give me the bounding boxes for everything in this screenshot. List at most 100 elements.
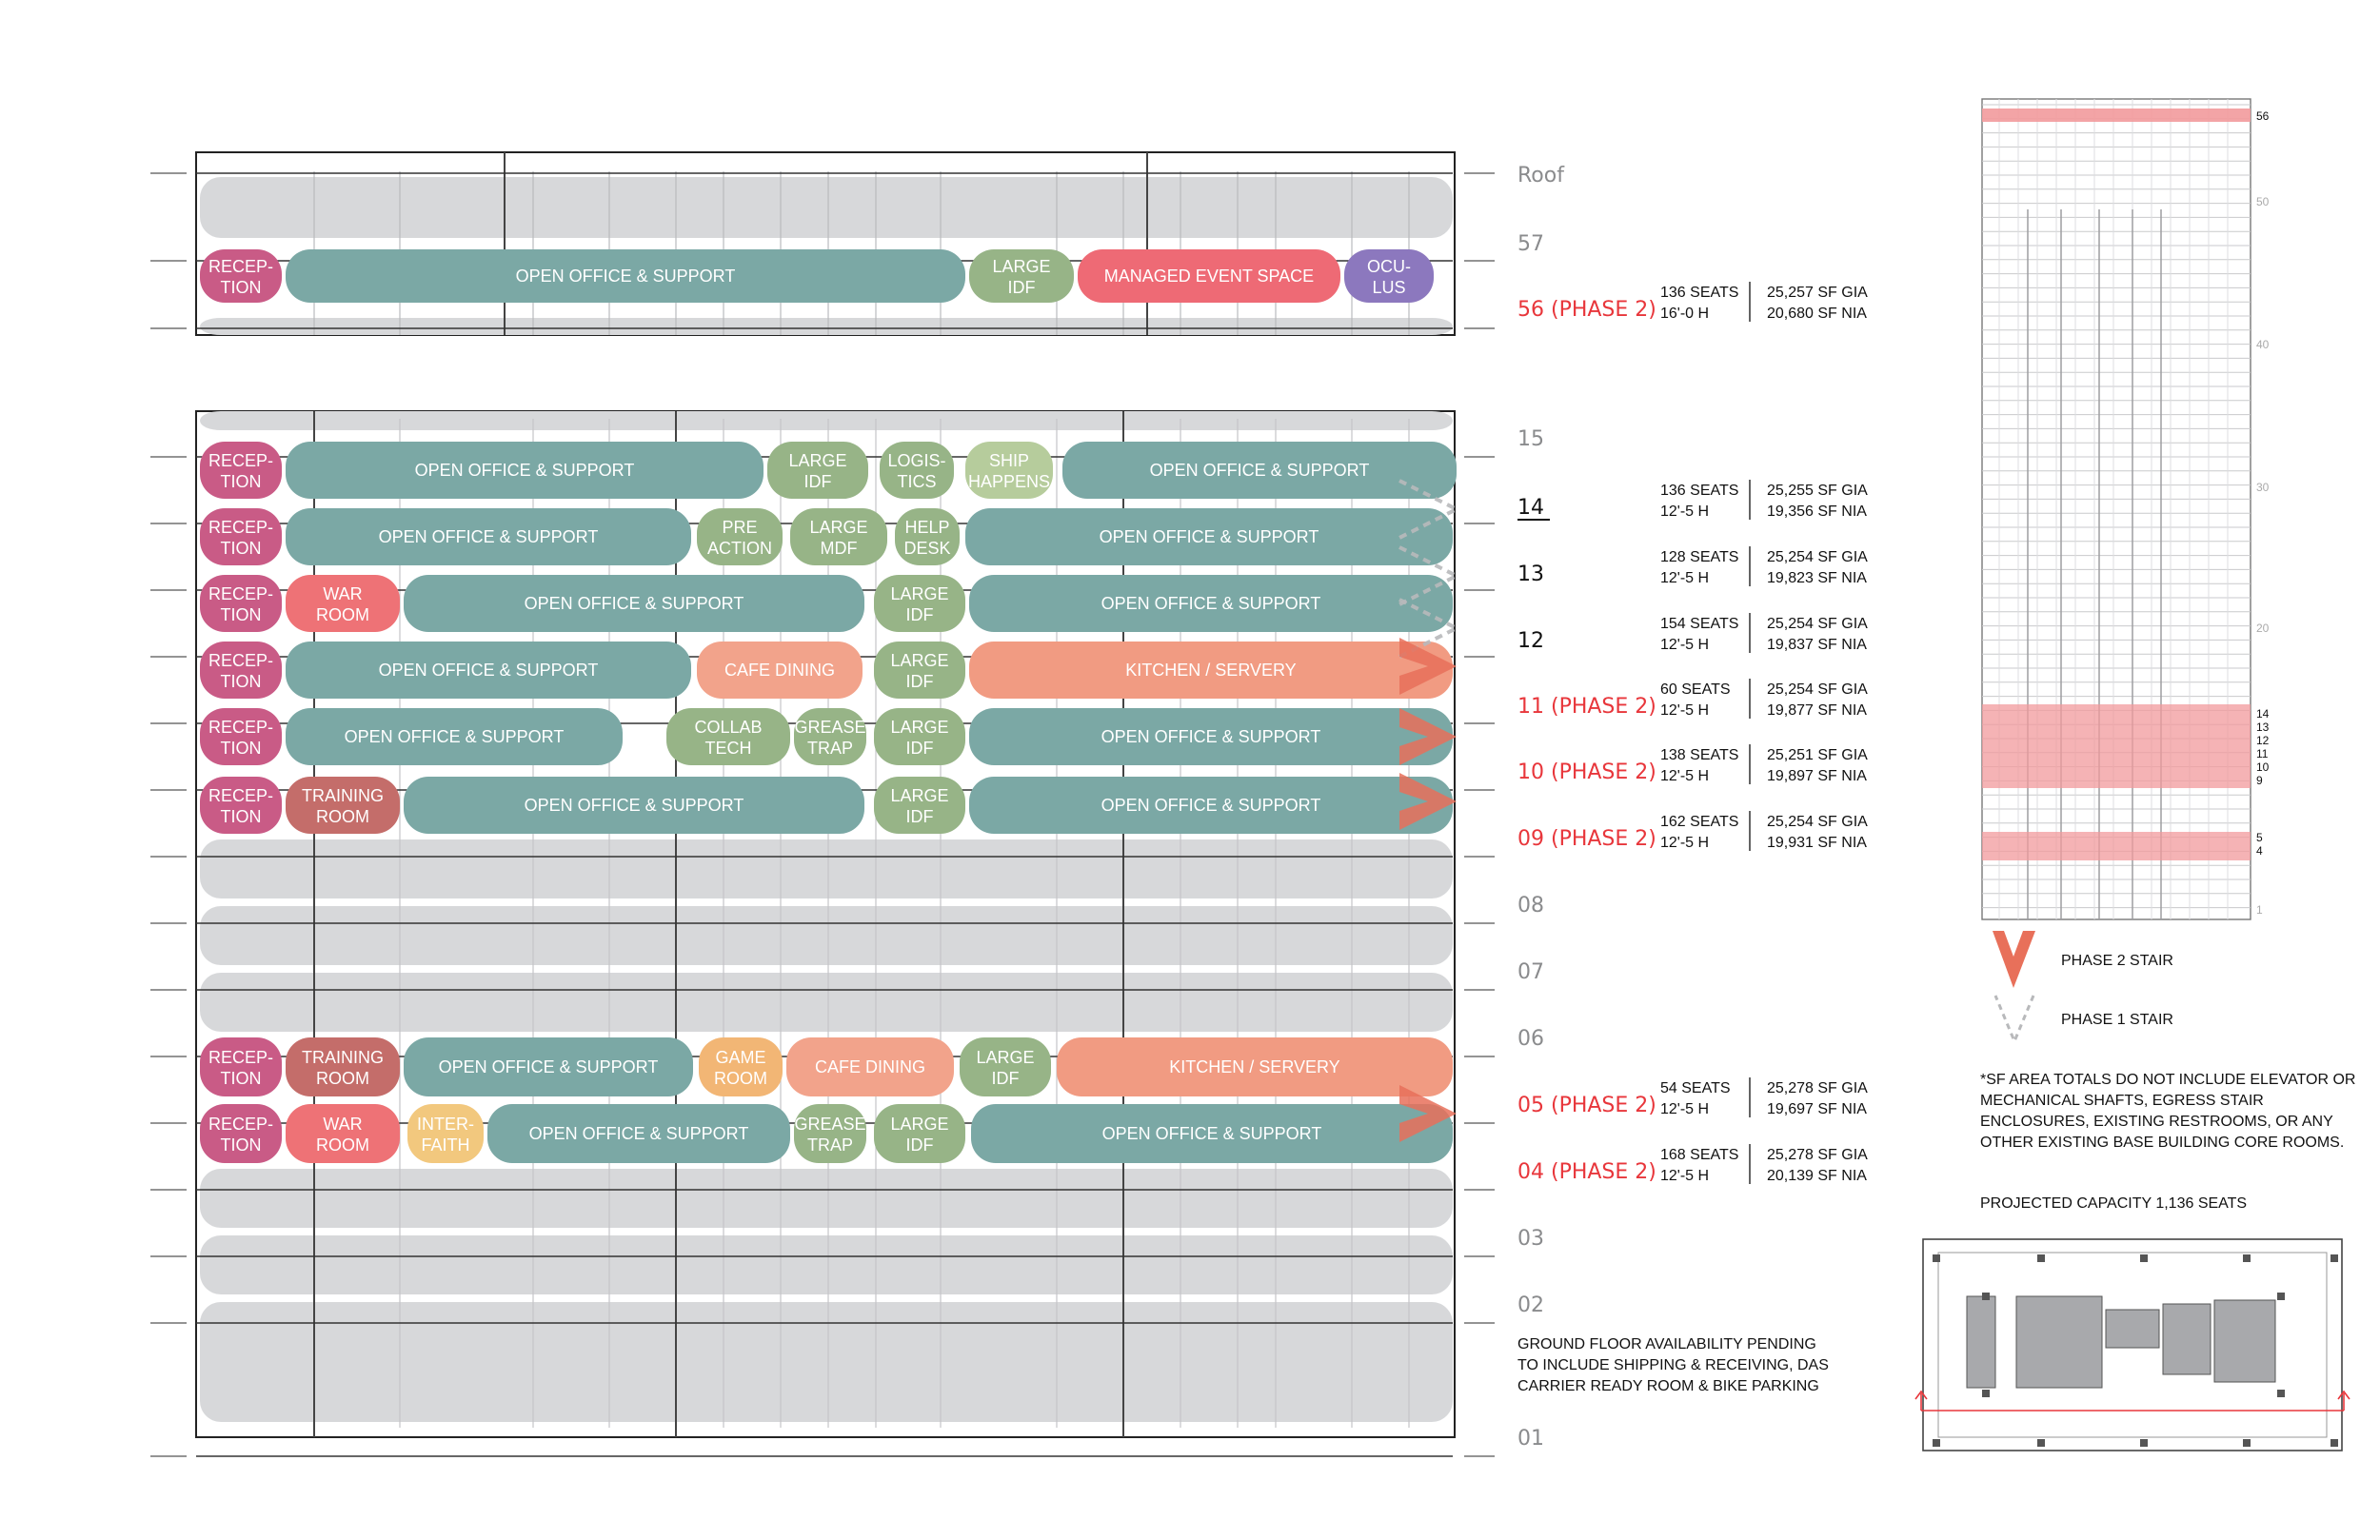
plan-column-10 [1982, 1293, 1990, 1300]
room-label-line: OPEN OFFICE & SUPPORT [516, 267, 736, 286]
room-label: RECEP-TION [208, 1048, 273, 1088]
room-shape [200, 1104, 282, 1163]
room-label-line: IDF [804, 472, 832, 491]
room-shape [895, 508, 960, 565]
room-label-line: RECEP- [208, 451, 273, 470]
seats-04: 168 SEATS [1660, 1147, 1738, 1163]
room-56-recep-tion: RECEP-TION [200, 249, 282, 303]
ground-floor-note: GROUND FLOOR AVAILABILITY PENDING TO INC… [1517, 1336, 1829, 1394]
room-shape [960, 1037, 1051, 1096]
room-label: RECEP-TION [208, 451, 273, 491]
nia-09: 19,931 SF NIA [1767, 835, 1867, 851]
nia-56: 20,680 SF NIA [1767, 306, 1867, 322]
room-label-line: TRAINING [302, 1048, 384, 1067]
room-13-open-office-support: OPEN OFFICE & SUPPORT [965, 508, 1453, 565]
room-11-open-office-support: OPEN OFFICE & SUPPORT [286, 642, 691, 699]
seats-05: 54 SEATS [1660, 1080, 1731, 1096]
room-label: TRAINING ROOM [302, 786, 384, 826]
room-label: RECEP-TION [208, 1115, 273, 1155]
floor-label-01: 01 [1517, 1427, 1544, 1451]
floor-label-09: 09 (PHASE 2) [1517, 827, 1656, 851]
room-label-line: TECH [705, 739, 752, 758]
room-10-open-office-support: OPEN OFFICE & SUPPORT [969, 708, 1453, 765]
room-label-line: RECEP- [208, 651, 273, 670]
room-label: OPEN OFFICE & SUPPORT [1150, 461, 1370, 480]
room-label-line: ROOM [316, 807, 369, 826]
room-14-recep-tion: RECEP-TION [200, 442, 282, 499]
room-shape [969, 249, 1074, 303]
room-label-line: WAR [323, 1115, 362, 1134]
room-14-open-office-support: OPEN OFFICE & SUPPORT [1062, 442, 1457, 499]
nia-05: 19,697 SF NIA [1767, 1101, 1867, 1117]
room-shape [200, 708, 282, 765]
room-shape [404, 575, 864, 632]
room-12-open-office-support: OPEN OFFICE & SUPPORT [969, 575, 1453, 632]
gia-09: 25,254 SF GIA [1767, 814, 1868, 830]
phase-1-stair-label: PHASE 1 STAIR [2061, 1012, 2173, 1028]
plan-core-block-4 [2213, 1299, 2276, 1383]
room-label-line: HELP [904, 518, 949, 537]
floor-label-04: 04 (PHASE 2) [1517, 1160, 1656, 1184]
room-label-line: RECEP- [208, 718, 273, 737]
phase-2-stair-label: PHASE 2 STAIR [2061, 953, 2173, 969]
room-label-line: OPEN OFFICE & SUPPORT [379, 527, 599, 546]
room-shape [286, 442, 764, 499]
room-56-ocu-lus: OCU-LUS [1344, 249, 1434, 303]
tower-level-40: 40 [2256, 338, 2270, 351]
floor-label-15: 15 [1517, 427, 1544, 451]
floor-label-08: 08 [1517, 894, 1544, 918]
room-label-line: TION [221, 739, 262, 758]
room-label: KITCHEN / SERVERY [1169, 1057, 1339, 1076]
plan-core-block-0 [1966, 1295, 1996, 1389]
room-label: CAFE DINING [724, 661, 835, 680]
room-label-line: IDF [906, 605, 934, 624]
tower-level-14: 14 [2256, 707, 2270, 721]
height-12: 12'-5 H [1660, 637, 1709, 653]
room-shape [487, 1104, 790, 1163]
floor-06-band [200, 973, 1453, 1032]
plan-column-12 [1982, 1390, 1990, 1397]
room-shape [286, 575, 400, 632]
plan-column-5 [1933, 1439, 1940, 1447]
room-label: KITCHEN / SERVERY [1125, 661, 1296, 680]
room-label: LOGIS-TICS [887, 451, 945, 491]
floor-03-band [200, 1169, 1453, 1228]
floor-label-06: 06 [1517, 1027, 1544, 1051]
room-label: OCU-LUS [1367, 257, 1411, 297]
tower-level-12: 12 [2256, 734, 2270, 747]
room-label: OPEN OFFICE & SUPPORT [379, 661, 599, 680]
room-shape [286, 708, 623, 765]
room-label-line: LOGIS- [887, 451, 945, 470]
plan-column-6 [2037, 1439, 2045, 1447]
room-label: RECEP-TION [208, 584, 273, 624]
room-label-line: WAR [323, 584, 362, 603]
tower-level-4: 4 [2256, 844, 2263, 858]
tower-highlight-4-5 [1982, 832, 2251, 860]
phase-2-stair-04 [1399, 1085, 1457, 1142]
room-04-inter-faith: INTER-FAITH [407, 1104, 484, 1163]
room-label-line: TRAINING [302, 786, 384, 805]
tower-level-5: 5 [2256, 831, 2263, 844]
room-shape [407, 1104, 484, 1163]
room-04-open-office-support: OPEN OFFICE & SUPPORT [971, 1104, 1453, 1163]
room-label-line: ACTION [707, 539, 772, 558]
gia-13: 25,254 SF GIA [1767, 549, 1868, 565]
room-label-line: GREASE [794, 718, 865, 737]
room-shape [786, 1037, 954, 1096]
floor-label-57: 57 [1517, 232, 1544, 256]
gia-12: 25,254 SF GIA [1767, 616, 1868, 632]
room-shape [697, 642, 863, 699]
